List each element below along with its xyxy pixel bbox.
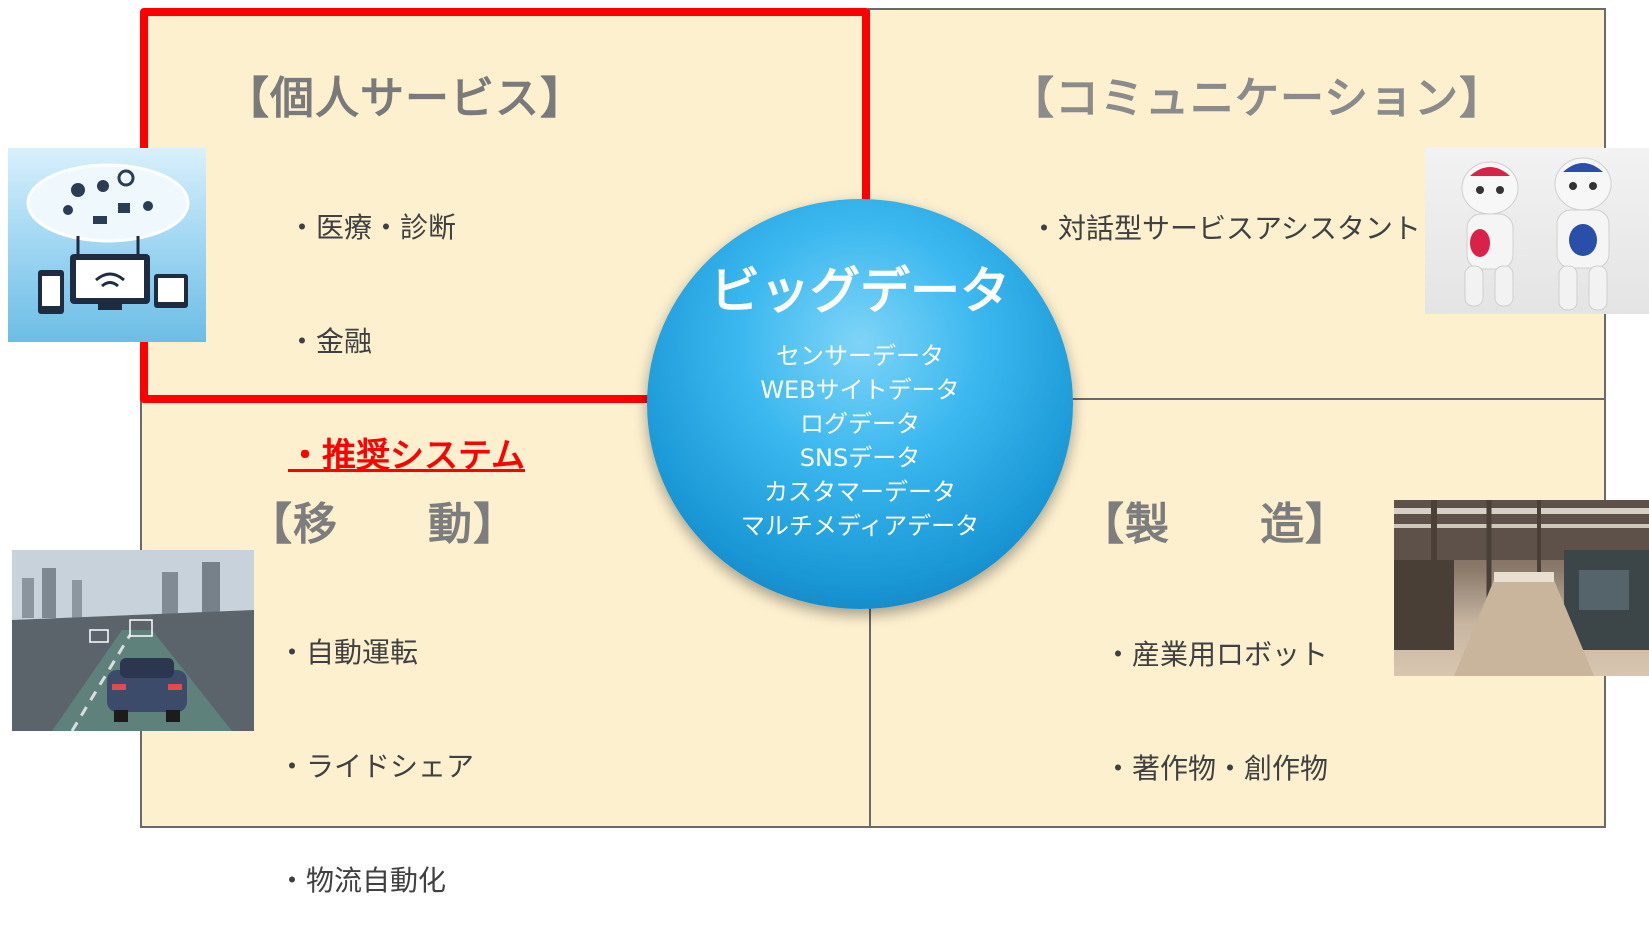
quadrant-personal-services [140, 8, 870, 403]
big-data-item: ログデータ [800, 410, 920, 438]
list-item: ・自動運転 [278, 636, 419, 669]
list-item-highlight: ・推奨システム [288, 436, 525, 476]
list-mobility: ・自動運転 ・ライドシェア ・物流自動化 [278, 558, 474, 938]
big-data-title: ビッグデータ [710, 262, 1010, 320]
big-data-item: WEBサイトデータ [760, 376, 960, 404]
heading-mobility: 【移 動】 [248, 499, 518, 550]
big-data-item: SNSデータ [799, 444, 921, 472]
big-data-item: センサーデータ [776, 342, 944, 370]
list-item: ・産業用ロボット [1104, 638, 1329, 671]
list-communication: ・対話型サービスアシスタント [1030, 134, 1421, 286]
list-item: ・著作物・創作物 [1104, 752, 1329, 785]
list-item: ・金融 [288, 325, 373, 358]
list-item: ・物流自動化 [278, 864, 447, 897]
autonomous-car-photo [12, 550, 254, 731]
big-data-list: センサーデータ WEBサイトデータ ログデータ SNSデータ カスタマーデータ … [647, 339, 1073, 543]
big-data-item: マルチメディアデータ [740, 512, 980, 540]
list-manufacturing: ・産業用ロボット ・著作物・創作物 [1104, 560, 1328, 826]
big-data-circle: ビッグデータ センサーデータ WEBサイトデータ ログデータ SNSデータ カス… [647, 199, 1073, 609]
list-item: ・医療・診断 [288, 211, 457, 244]
list-personal-services: ・医療・診断 ・金融 ・推奨システム [288, 133, 525, 513]
factory-photo [1394, 500, 1649, 676]
list-item: ・対話型サービスアシスタント [1030, 212, 1421, 245]
heading-manufacturing: 【製 造】 [1080, 499, 1350, 550]
big-data-item: カスタマーデータ [764, 478, 956, 506]
cloud-devices-photo [8, 148, 206, 342]
heading-personal-services: 【個人サービス】 [225, 73, 585, 124]
list-item: ・ライドシェア [278, 750, 475, 783]
heading-communication: 【コミュニケーション】 [1010, 73, 1505, 124]
humanoid-robots-photo [1425, 148, 1649, 314]
